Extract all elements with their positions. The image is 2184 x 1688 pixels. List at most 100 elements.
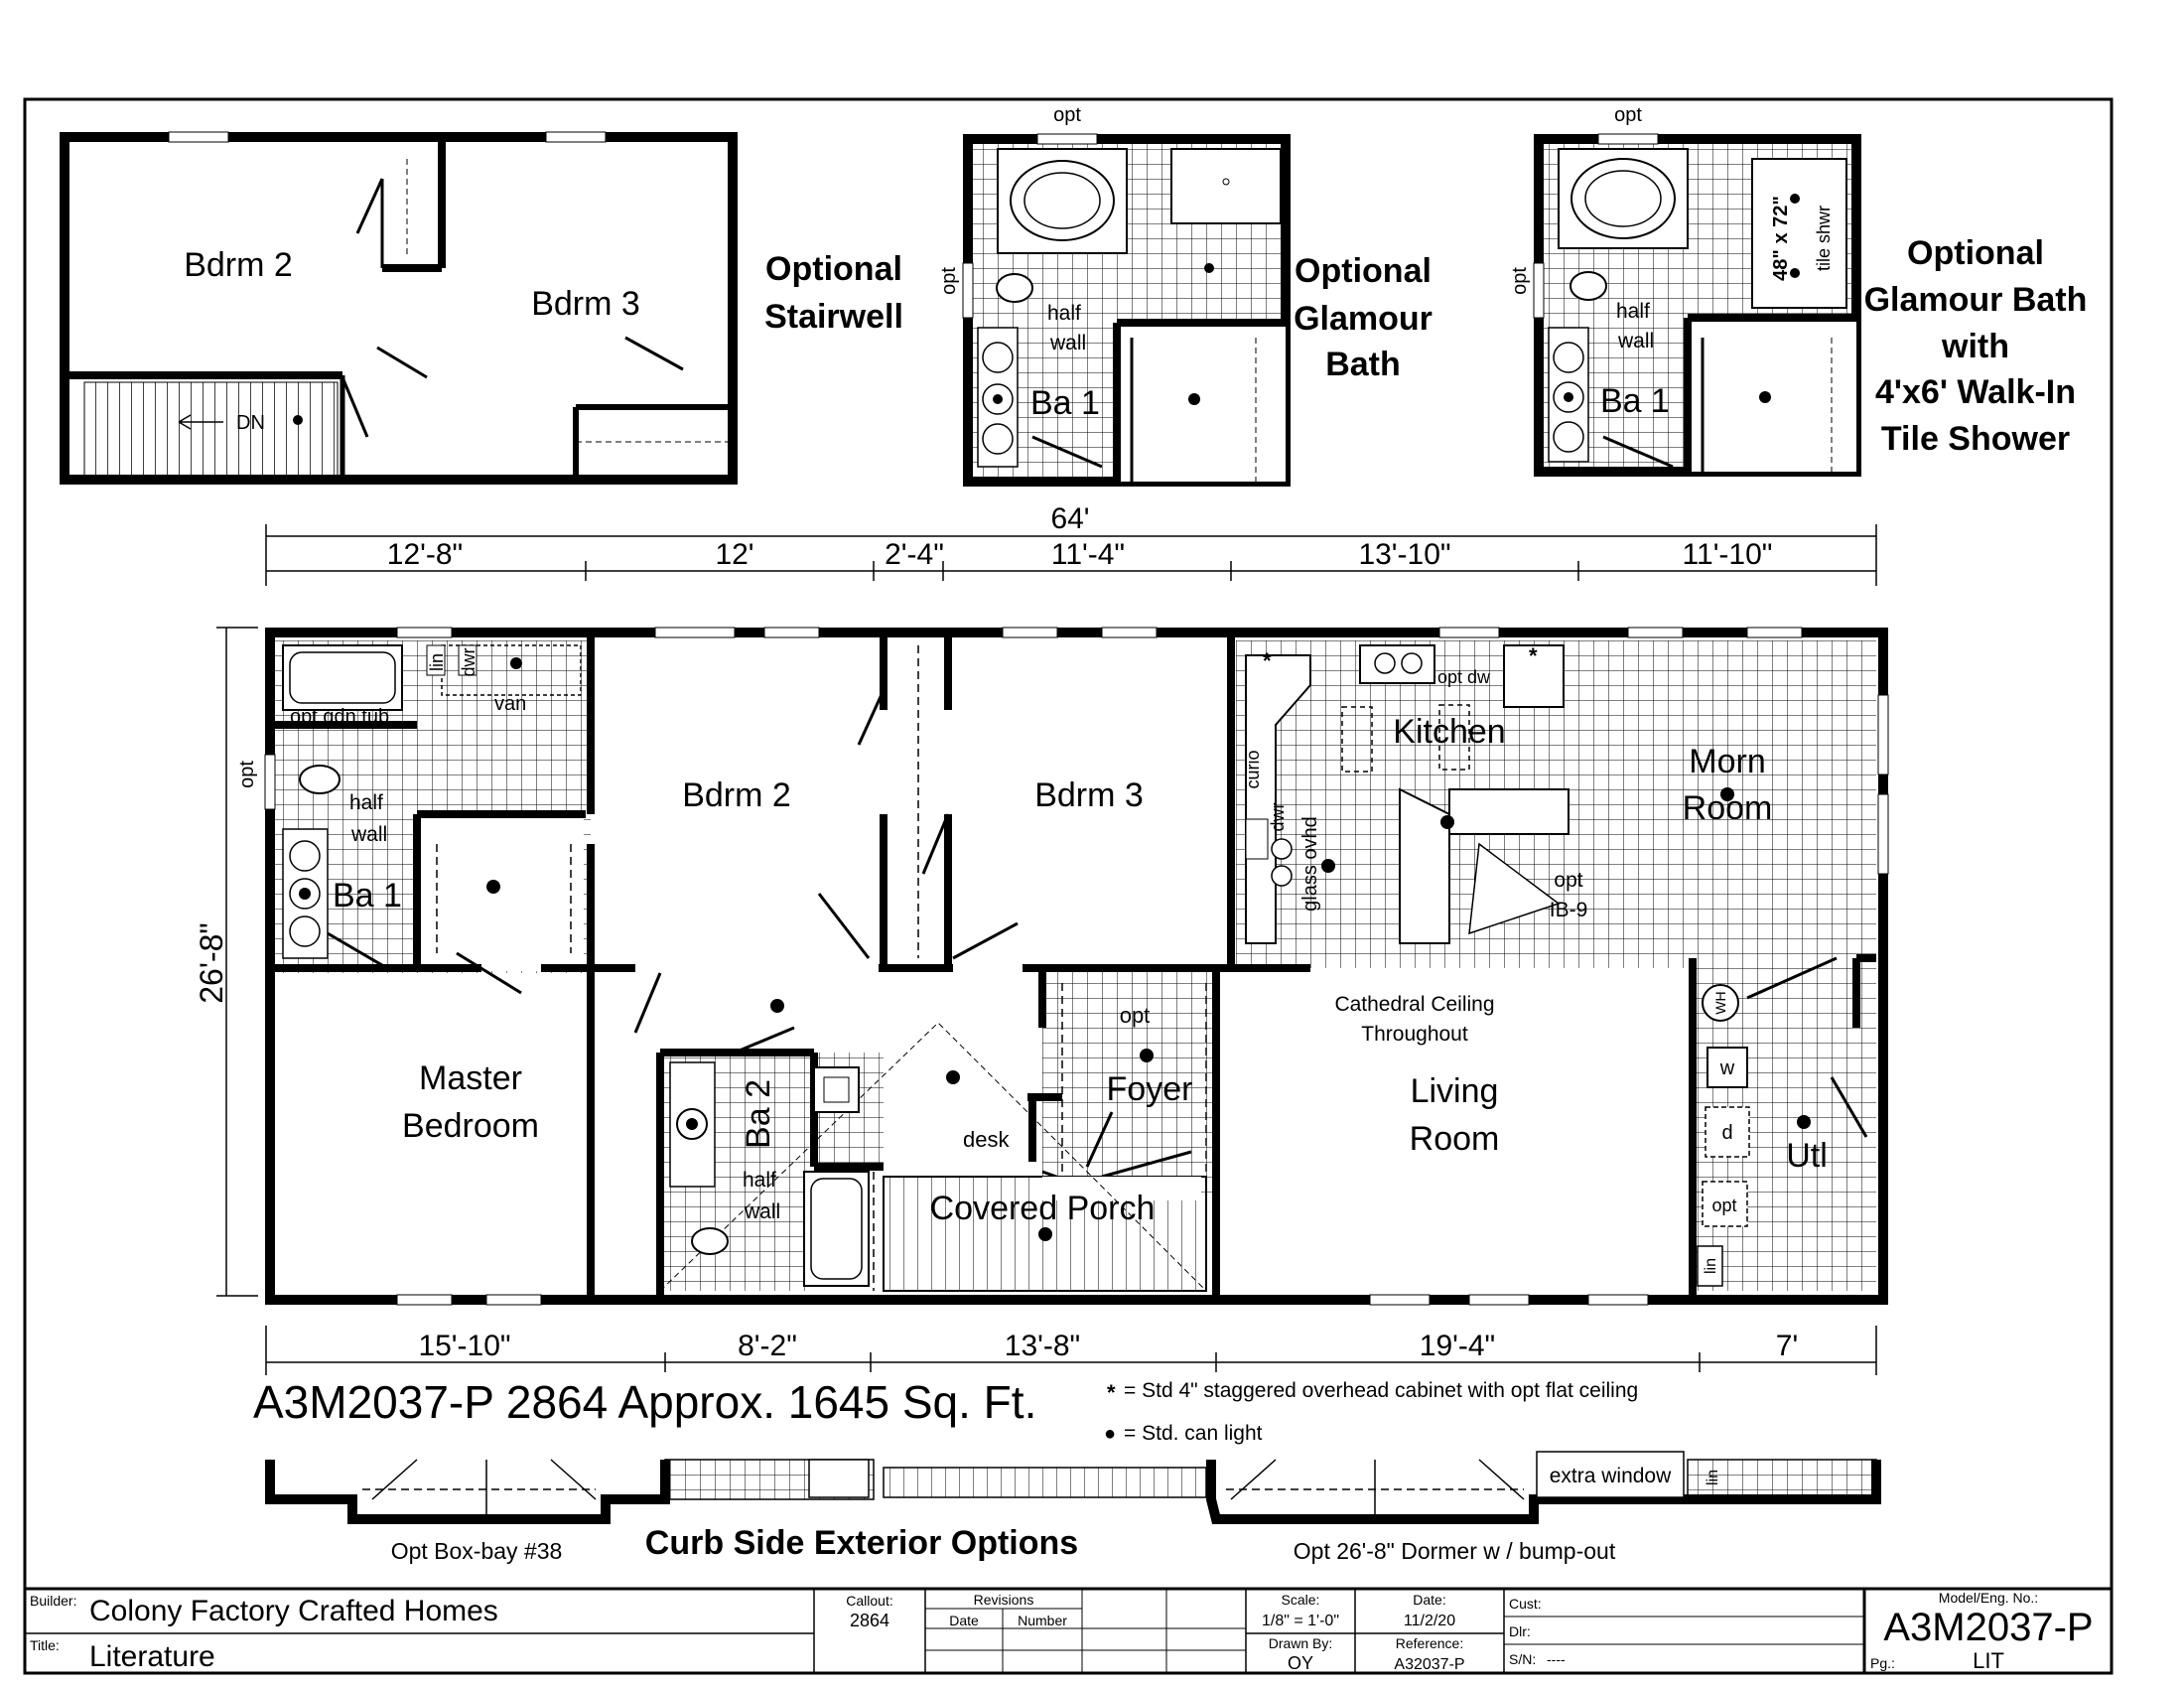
tb-drawn-label: Drawn By:	[1269, 1635, 1333, 1651]
label-opt-gdn-tub: opt gdn tub	[290, 706, 389, 728]
label-island-ib9: IB-9	[1550, 899, 1588, 921]
tb-date: 11/2/20	[1404, 1613, 1455, 1629]
ext-lin: lin	[1705, 1470, 1721, 1485]
tb-dlr-label: Dlr:	[1509, 1623, 1531, 1639]
tb-pg-label: Pg.:	[1870, 1655, 1895, 1671]
stairwell-title-line1: Optional	[765, 250, 902, 288]
title-block	[23, 1587, 2114, 1675]
label-half-wall-1a: half	[349, 791, 383, 814]
label-bdrm3: Bdrm 3	[1034, 776, 1144, 814]
tb-builder-label: Builder:	[30, 1593, 76, 1609]
dim-bottom-4: 19'-4"	[1420, 1330, 1495, 1362]
stairwell-bdrm2-label: Bdrm 2	[184, 246, 293, 284]
tb-model: A3M2037-P	[1883, 1606, 2093, 1649]
tb-sn: ----	[1547, 1651, 1566, 1667]
label-glass-ovhd: glass ovhd	[1299, 816, 1321, 912]
main-floor-plan: * *	[264, 627, 1889, 1306]
walkin-title-line3: with	[1941, 328, 2009, 365]
tb-model-label: Model/Eng. No.:	[1939, 1590, 2038, 1606]
svg-text:*: *	[1529, 643, 1538, 668]
stairwell-title-line2: Stairwell	[764, 298, 903, 336]
walkin-half-wall-2: wall	[1617, 330, 1654, 352]
label-curio: curio	[1243, 750, 1263, 788]
ext-title: Curb Side Exterior Options	[645, 1524, 1078, 1562]
label-utl-opt: opt	[1711, 1196, 1736, 1215]
glamour-half-wall-2: wall	[1049, 332, 1086, 354]
bottom-dimension-lines	[265, 1326, 1877, 1375]
label-island-opt: opt	[1554, 869, 1582, 892]
label-ba1: Ba 1	[333, 877, 402, 914]
walkin-half-wall-1: half	[1616, 300, 1650, 323]
dim-overall: 64'	[1050, 502, 1089, 535]
dim-depth: 26'-8"	[194, 922, 229, 1004]
stairwell-dn-label: DN	[236, 412, 265, 434]
dim-top-4: 11'-4"	[1051, 538, 1125, 571]
label-half-wall-2a: half	[743, 1169, 776, 1192]
tb-rev-number: Number	[1018, 1613, 1067, 1628]
glamour-ba1-label: Ba 1	[1030, 384, 1100, 422]
walkin-title-line5: Tile Shower	[1881, 420, 2070, 458]
label-bdrm2: Bdrm 2	[682, 776, 791, 814]
label-cathedral-1: Cathedral Ceiling	[1334, 993, 1494, 1016]
label-lin: lin	[427, 653, 447, 671]
label-desk: desk	[963, 1127, 1010, 1152]
tb-scale-label: Scale:	[1282, 1592, 1320, 1608]
walkin-opt-top: opt	[1614, 104, 1642, 126]
walkin-ba1-label: Ba 1	[1600, 382, 1670, 420]
optional-glamour-bath-plan	[962, 133, 1291, 487]
tb-ref-label: Reference:	[1396, 1635, 1463, 1651]
walkin-title-line2: Glamour Bath	[1864, 281, 2088, 319]
label-ba2: Ba 2	[740, 1079, 777, 1149]
glamour-opt-side: opt	[938, 267, 960, 295]
side-dimension-line	[216, 627, 258, 1297]
tb-callout: 2864	[850, 1611, 889, 1630]
label-covered-porch: Covered Porch	[930, 1190, 1156, 1227]
dim-top-5: 13'-10"	[1358, 538, 1450, 571]
glamour-opt-top: opt	[1053, 104, 1081, 126]
label-living-2: Room	[1410, 1120, 1500, 1158]
label-morn-2: Room	[1683, 789, 1773, 827]
label-foyer: Foyer	[1107, 1070, 1193, 1108]
label-wh: WH	[1712, 991, 1728, 1014]
label-van: van	[494, 693, 526, 715]
legend-star-text: = Std 4" staggered overhead cabinet with…	[1124, 1379, 1638, 1402]
label-half-wall-1b: wall	[350, 823, 387, 846]
walkin-opt-side: opt	[1509, 267, 1531, 295]
legend-dot-symbol: ●	[1104, 1423, 1116, 1445]
label-k-dwr: dwr	[1268, 802, 1288, 831]
label-master-1: Master	[419, 1059, 522, 1097]
label-master-2: Bedroom	[402, 1107, 539, 1145]
svg-text:*: *	[1263, 648, 1272, 673]
dim-top-2: 12'	[715, 538, 753, 571]
tb-callout-label: Callout:	[846, 1593, 892, 1609]
ext-dormer: Opt 26'-8" Dormer w / bump-out	[1294, 1538, 1616, 1564]
dim-bottom-3: 13'-8"	[1005, 1330, 1080, 1362]
top-dimension-lines	[265, 524, 1877, 586]
walkin-shower-type: tile shwr	[1814, 206, 1834, 271]
tb-pg: LIT	[1973, 1648, 2004, 1673]
legend-dot-text: = Std. can light	[1124, 1422, 1263, 1445]
glamour-title-line3: Bath	[1325, 346, 1401, 383]
legend-star-symbol: *	[1107, 1380, 1116, 1405]
walkin-title-line4: 4'x6' Walk-In	[1875, 373, 2076, 411]
ext-extra-window: extra window	[1550, 1465, 1672, 1487]
label-cathedral-2: Throughout	[1361, 1023, 1468, 1046]
walkin-shower-size: 48" x 72"	[1770, 196, 1792, 281]
label-d: d	[1721, 1122, 1732, 1144]
label-utl: Utl	[1786, 1137, 1828, 1175]
optional-walkin-shower-plan	[1533, 133, 1861, 477]
tb-date-label: Date:	[1413, 1592, 1445, 1608]
tb-scale: 1/8" = 1'-0"	[1262, 1613, 1339, 1629]
label-opt-master: opt	[236, 761, 258, 788]
label-opt-dw: opt dw	[1437, 667, 1491, 687]
stairwell-bdrm3-label: Bdrm 3	[531, 285, 640, 323]
tb-title-label: Title:	[30, 1637, 60, 1653]
tb-ref: A32037-P	[1394, 1656, 1464, 1673]
dim-top-6: 11'-10"	[1683, 538, 1773, 571]
label-living-1: Living	[1411, 1072, 1499, 1110]
tb-cust-label: Cust:	[1509, 1596, 1542, 1612]
tb-rev-date: Date	[949, 1613, 979, 1628]
model-title: A3M2037-P 2864 Approx. 1645 Sq. Ft.	[253, 1376, 1036, 1428]
label-w: w	[1719, 1057, 1735, 1079]
